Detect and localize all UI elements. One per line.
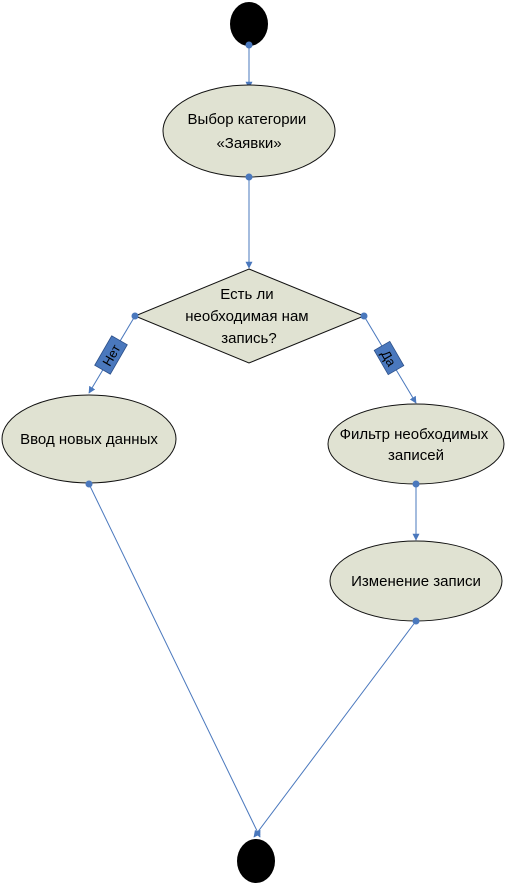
node-filter-line-1: Фильтр необходимых — [340, 426, 489, 443]
node-edit-record-line-1: Изменение записи — [351, 573, 481, 590]
node-enter-new-data: Ввод новых данных — [1, 394, 177, 484]
decision-node: Есть ли необходимая нам запись? — [133, 268, 366, 364]
decision-line-2: необходимая нам — [185, 308, 308, 325]
node-edit-record: Изменение записи — [329, 540, 503, 622]
svg-text:Изменение записи: Изменение записи — [351, 573, 481, 590]
edge-label-no: Нет — [94, 335, 128, 375]
node-filter-line-2: записей — [388, 447, 444, 464]
node-enter-new-data-line-1: Ввод новых данных — [20, 431, 158, 448]
connector-dots — [85, 41, 420, 625]
svg-text:Выбор категории «Заявки»: Выбор категории «Заявки» — [188, 111, 311, 152]
node-filter-records: Фильтр необходимых записей — [327, 403, 505, 485]
decision-line-1: Есть ли — [220, 286, 273, 303]
svg-text:Есть ли необходимая нам: Есть ли необходимая нам запись? — [185, 286, 313, 347]
start-node — [230, 2, 268, 46]
edge-label-yes: Да — [373, 340, 405, 376]
node-select-category-line-2: «Заявки» — [216, 135, 281, 152]
svg-text:Фильтр необходимых запис: Фильтр необходимых записей — [340, 426, 493, 464]
decision-line-3: запись? — [221, 330, 276, 347]
svg-text:Ввод новых данных: Ввод новых данных — [20, 431, 158, 448]
node-select-category: Выбор категории «Заявки» — [162, 84, 336, 178]
edge-label-yes-text: Да — [378, 348, 399, 370]
edge-enter-new-to-end — [88, 483, 261, 838]
node-select-category-line-1: Выбор категории — [188, 111, 307, 128]
edge-edit-to-end — [253, 620, 417, 838]
end-node — [237, 839, 275, 883]
